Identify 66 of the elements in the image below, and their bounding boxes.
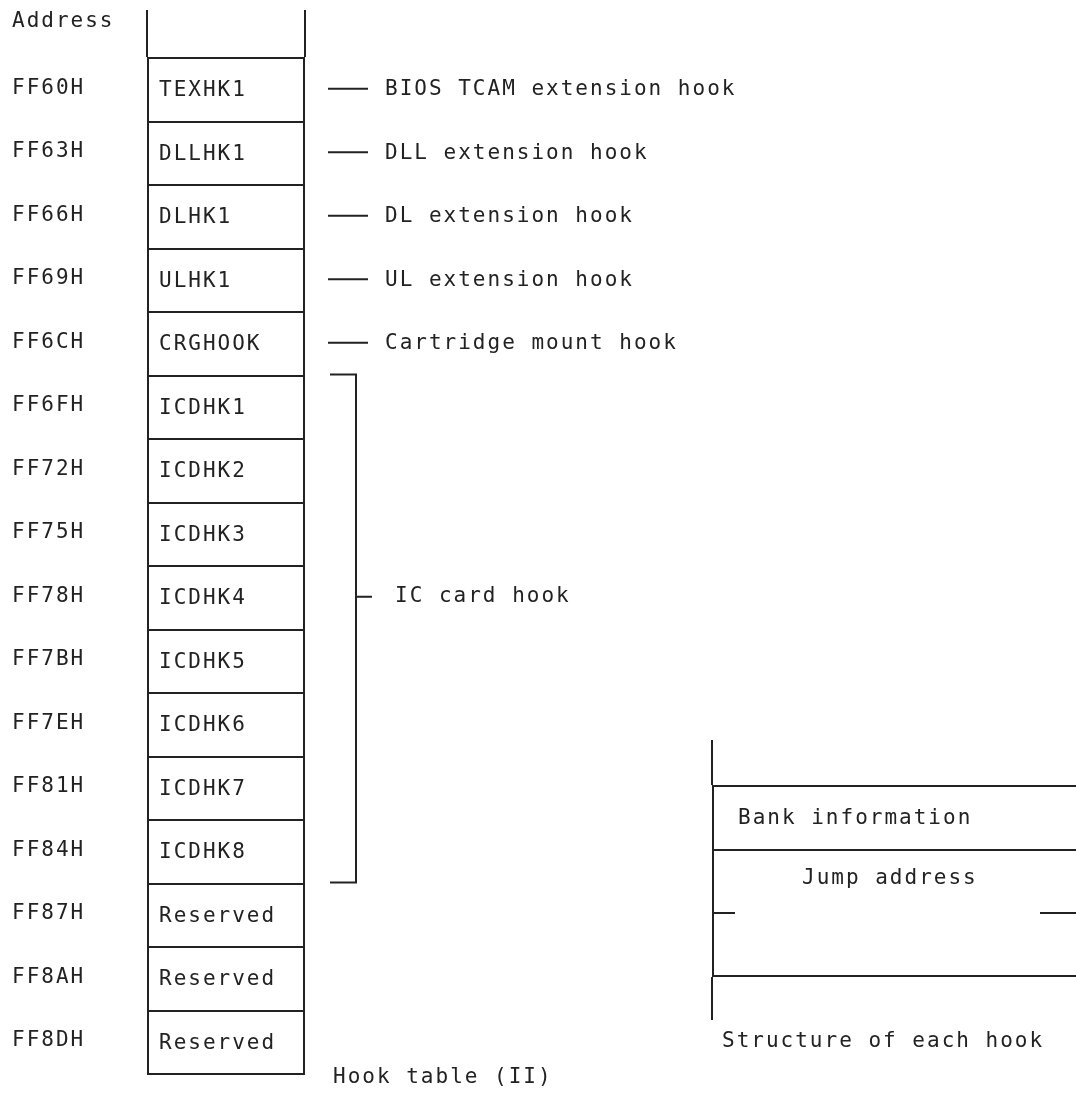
field-name: ICDHK8 (159, 839, 247, 865)
address-label: FF84H (12, 836, 86, 861)
leader-line (327, 87, 369, 90)
leader-line (327, 341, 369, 344)
table-cell (147, 374, 305, 440)
leader-line (327, 278, 369, 281)
table-cell (147, 247, 305, 313)
address-label: FF75H (12, 519, 86, 544)
address-label: FF81H (12, 773, 86, 798)
address-label: FF8DH (12, 1027, 86, 1052)
field-name: Reserved (159, 1029, 277, 1055)
address-label: FF72H (12, 455, 86, 480)
table-cell (147, 1009, 305, 1075)
table-cell (147, 565, 305, 631)
table-cell (147, 501, 305, 567)
field-name: DLLHK1 (159, 140, 247, 166)
address-label: FF8AH (12, 963, 86, 988)
address-label: FF87H (12, 900, 86, 925)
table-cell (147, 882, 305, 948)
field-name: Reserved (159, 902, 277, 928)
address-label: FF66H (12, 201, 86, 226)
field-name: DLHK1 (159, 204, 233, 230)
table-cell (147, 755, 305, 821)
hook-description: IC card hook (395, 582, 571, 607)
table-cell (147, 692, 305, 758)
memory-field (712, 785, 1076, 851)
address-label: FF63H (12, 138, 86, 163)
table-cell (147, 438, 305, 504)
leader-line (327, 151, 369, 154)
field-name: ICDHK5 (159, 648, 247, 674)
hook-description: Cartridge mount hook (385, 330, 678, 356)
field-name: CRGHOOK (159, 331, 262, 357)
field-name: ICDHK2 (159, 458, 247, 484)
field-name: ICDHK7 (159, 775, 247, 801)
field-name: Bank information (738, 805, 973, 829)
table-cell (147, 184, 305, 250)
table-cell (147, 311, 305, 377)
field-name: TEXHK1 (159, 77, 247, 103)
hook-description: DL extension hook (385, 203, 634, 229)
hook-description: BIOS TCAM extension hook (385, 76, 737, 102)
column-header: Address (12, 8, 115, 32)
table-cell (147, 946, 305, 1012)
memory-field (712, 849, 1076, 977)
table-cell (147, 819, 305, 885)
leader-line (327, 214, 369, 217)
address-label: FF7BH (12, 646, 86, 671)
field-name: ICDHK6 (159, 712, 247, 738)
address-label: FF6CH (12, 328, 86, 353)
address-label: FF78H (12, 582, 86, 607)
table-cell (147, 120, 305, 186)
field-name: ICDHK3 (159, 521, 247, 547)
address-label: FF60H (12, 74, 86, 99)
field-name: ICDHK1 (159, 394, 247, 420)
address-label: FF6FH (12, 392, 86, 417)
field-name: Jump address (802, 865, 978, 889)
field-name: ULHK1 (159, 267, 233, 293)
hook-description: DLL extension hook (385, 139, 649, 165)
table-cell (147, 628, 305, 694)
address-label: FF7EH (12, 709, 86, 734)
figure-caption: Hook table (II) (333, 1064, 553, 1088)
hook-description: UL extension hook (385, 266, 634, 292)
figure-caption: Structure of each hook (722, 1028, 1045, 1052)
field-name: ICDHK4 (159, 585, 247, 611)
address-label: FF69H (12, 265, 86, 290)
field-name: Reserved (159, 966, 277, 992)
table-cell (147, 57, 305, 123)
